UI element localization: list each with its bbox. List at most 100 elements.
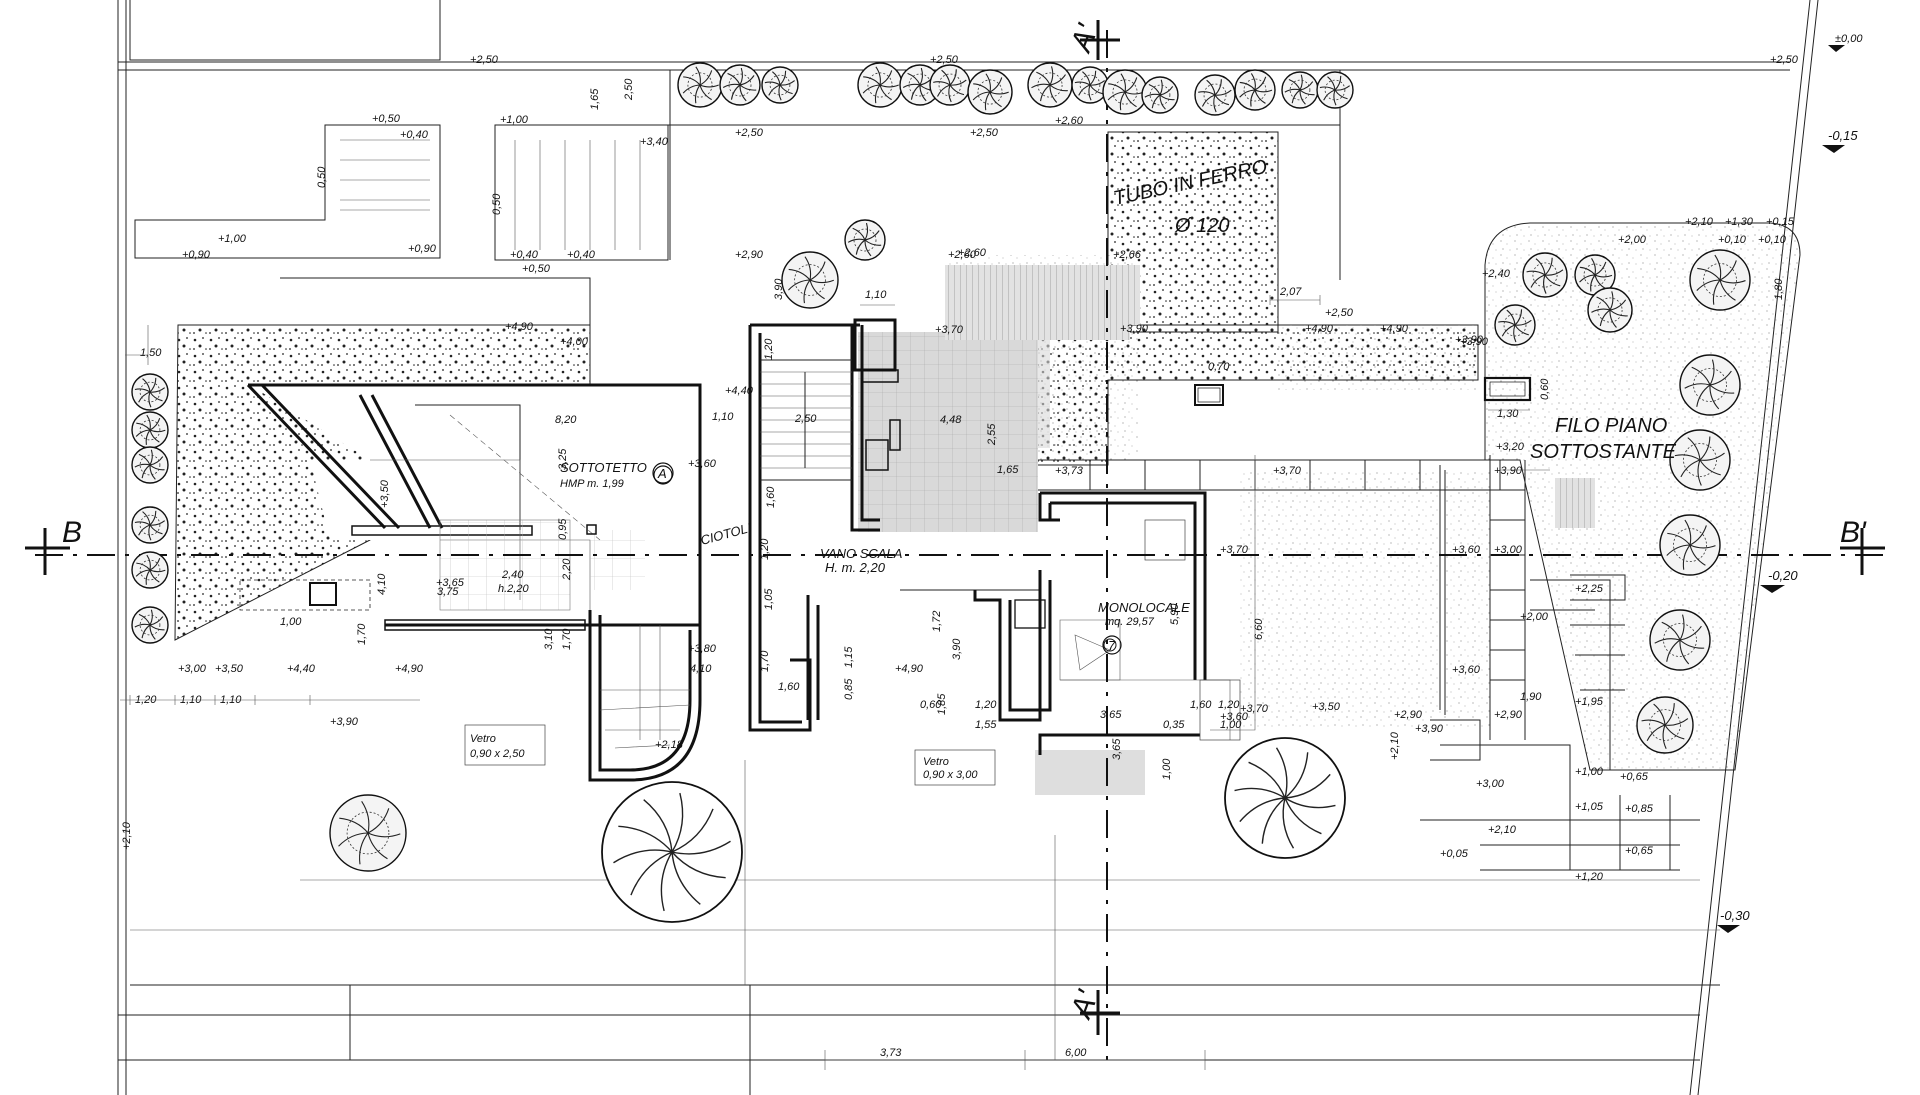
sottotetto-hmp: HMP m. 1,99 (560, 478, 624, 490)
dimension-d_210c: +2,10 (1389, 731, 1401, 760)
dimension-d_380: +3,80 (688, 643, 717, 655)
dimension-d_390v: 3,90 (773, 278, 785, 300)
dimension-d_490b: +4,90 (1380, 323, 1409, 335)
dimension-d_035: 0,35 (1163, 719, 1185, 731)
dimension-d_660: 6,60 (1253, 618, 1265, 640)
dimension-d_040c: +0,40 (567, 249, 596, 261)
dimension-d_015: +0,15 (1766, 216, 1795, 228)
level-right-2: -0,20 (1768, 568, 1798, 583)
tree-icon (929, 64, 971, 106)
dimension-d_390a: +3,90 (1120, 323, 1149, 335)
dimension-d_300a: +3,00 (1494, 544, 1523, 556)
vetro-1-label: Vetro (470, 733, 496, 745)
dimension-d_240: +2,40 (1482, 268, 1511, 280)
dimension-d_220: h.2,20 (498, 583, 529, 595)
dimension-d_590: 5,90 (1169, 603, 1181, 625)
dimension-d_250v: 2,50 (623, 78, 635, 101)
dimension-d_185: 1,85 (936, 693, 948, 715)
dimension-lines (120, 295, 1530, 1070)
filo-piano-label: FILO PIANO (1555, 415, 1667, 437)
monolocale-label: MONOLOCALE (1098, 600, 1190, 615)
dimension-d_260a: +2,60 (1055, 115, 1084, 127)
dimension-d_360a: +3,60 (1452, 544, 1481, 556)
dimension-d_390d: +3,90 (1455, 334, 1484, 346)
level-right-3: -0,30 (1720, 908, 1750, 923)
dimension-d_490a: +4,90 (505, 321, 534, 333)
dimension-d_105v: 1,05 (763, 588, 775, 610)
dimension-d_350b: +3,50 (215, 663, 244, 675)
stair-block (748, 318, 1040, 732)
dimension-d_250a: +2,50 (470, 54, 499, 66)
dimension-d_005: +0,05 (1440, 848, 1469, 860)
dimension-d_190: 1,90 (1520, 691, 1542, 703)
tree-icon (781, 251, 839, 309)
dimension-d_600: 6,00 (1065, 1047, 1087, 1059)
dimension-d_370b: +3,70 (1273, 465, 1302, 477)
dimension-d_050a: +0,50 (372, 113, 401, 125)
level-markers: ±0,00 -0,15 -0,20 -0,30 (1717, 33, 1863, 933)
dimension-d_250c: +2,50 (1770, 54, 1799, 66)
tree-icon (1659, 514, 1721, 576)
section-b-right: B' (1840, 516, 1867, 549)
dimension-d_390c: +3,90 (1460, 336, 1489, 348)
dimension-d_225: +2,25 (1575, 583, 1604, 595)
tree-icon (329, 794, 407, 872)
dimension-d_370c: +3,70 (1220, 544, 1249, 556)
vano-scala-height: H. m. 2,20 (825, 560, 886, 575)
dimension-d_250b: +2,50 (930, 54, 959, 66)
dimension-d_210a: +2,10 (1685, 216, 1714, 228)
dimension-d_375: 3,75 (437, 586, 459, 598)
dimension-d_340a: +3,40 (640, 136, 669, 148)
dimension-d_165b: 1,65 (997, 464, 1019, 476)
tree-icon (899, 64, 941, 106)
vetro-1-dim: 0,90 x 2,50 (470, 748, 525, 760)
tree-icon (1141, 76, 1179, 114)
dimension-d_255: 2,55 (986, 423, 998, 446)
dimension-d_490c: +4,90 (1305, 323, 1334, 335)
manholes (1194, 376, 1532, 406)
vetro-2-dim: 0,90 x 3,00 (923, 769, 978, 781)
dimension-d_040b: +0,40 (510, 249, 539, 261)
tree-icon (1522, 252, 1568, 298)
vano-scala-label: VANO SCALA (820, 546, 902, 561)
dimension-d_260b: +2,60 (948, 249, 977, 261)
dimension-d_440a: +4,40 (725, 385, 754, 397)
dimension-d_170: 1,70 (356, 623, 368, 645)
tree-icon (1494, 304, 1536, 346)
tree-icon (131, 506, 169, 544)
curved-stair (588, 610, 702, 782)
tree-icon (131, 606, 169, 644)
monolocale-area: mq. 29,57 (1105, 616, 1155, 628)
sottotetto-label: SOTTOTETTO (560, 460, 647, 475)
tubo-dim-label: Ø 120 (1174, 215, 1229, 237)
level-top-right: ±0,00 (1835, 33, 1863, 45)
dimension-d_130: 1,30 (1497, 408, 1519, 420)
dimension-d_220b: 2,20 (561, 558, 573, 581)
dimension-d_370d: +3,70 (1240, 703, 1269, 715)
dimension-d_155: 1,55 (975, 719, 997, 731)
section-b-left: B (62, 516, 82, 549)
tree-icon (1194, 74, 1236, 116)
dimension-d_170c: 1,70 (759, 650, 771, 672)
tree-icon (1679, 354, 1741, 416)
tree-icon (1234, 69, 1276, 111)
dimension-d_110: 1,10 (865, 289, 887, 301)
dimension-d_365b: 3,65 (1100, 709, 1122, 721)
tree-icon (719, 64, 761, 106)
dimension-d_350c: +3,50 (379, 479, 391, 508)
dimension-d_160b: 1,60 (778, 681, 800, 693)
dimension-d_250h: 2,50 (794, 413, 817, 425)
dimension-d_365: +3,65 (436, 577, 465, 589)
dimension-d_365c: 3,65 (1111, 738, 1123, 760)
dimension-d_266: +2,66 (1113, 249, 1142, 261)
dimension-d_095: 0,95 (557, 518, 569, 540)
dimension-d_105: +1,05 (1575, 801, 1604, 813)
tree-icon (967, 69, 1013, 115)
dimension-d_050c: 0,50 (491, 193, 503, 215)
sottotetto-tag: A (657, 466, 667, 481)
dimension-d_065b: +0,65 (1625, 845, 1654, 857)
dimension-d_085b: 0,85 (843, 678, 855, 700)
tree-icon (1689, 249, 1751, 311)
dimension-d_090b: +0,90 (408, 243, 437, 255)
